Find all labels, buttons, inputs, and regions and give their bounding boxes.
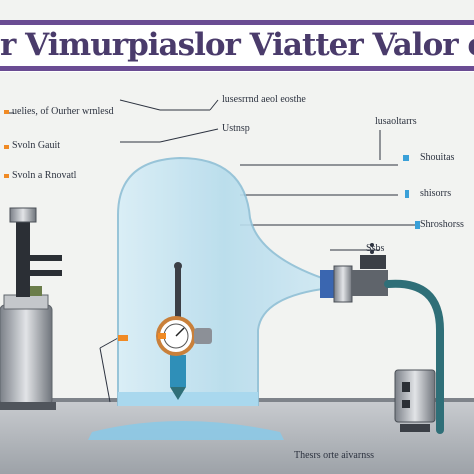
callout-marker-right-2 (405, 190, 409, 198)
hose (384, 279, 444, 434)
pressure-gauge (156, 316, 212, 356)
valve-assembly (170, 262, 186, 400)
label-right-3: Shroshorss (420, 219, 464, 230)
label-left-1: Svoln Gauit (12, 140, 61, 151)
callout-marker-left-2 (4, 145, 9, 149)
water-surface (118, 392, 258, 406)
water-pool (88, 421, 284, 440)
callout-lines (6, 99, 415, 403)
label-top-right: lusaoltarrs (375, 116, 417, 127)
callout-marker-right-1 (403, 155, 409, 161)
collection-device (394, 369, 436, 432)
title-rule-top (0, 20, 474, 25)
label-right-1: Shouitas (420, 152, 455, 163)
callout-marker-right-3 (415, 221, 420, 229)
orange-valve-tab (118, 335, 128, 341)
label-bottom-center: Thesrs orte aivarnss (294, 450, 374, 461)
label-left-2: Svoln a Rnovatl (12, 170, 77, 181)
outlet-valve (320, 255, 388, 303)
label-right-2: shisorrs (420, 188, 452, 199)
title-band (0, 20, 474, 72)
label-top-left: uelies, of Ourher wrnlesd (12, 106, 114, 117)
label-top-center: lusesrrnd aeol eosthe (222, 94, 306, 105)
label-mid-center: Ustnsp (222, 123, 250, 134)
label-right-4: Ssbs (366, 243, 385, 254)
callout-marker-left-1 (4, 110, 9, 114)
callout-marker-left-3 (4, 174, 9, 178)
title-rule-bottom (0, 66, 474, 71)
regulator-stand (0, 207, 62, 410)
diagram-title: r Vimurpiaslor Viatter Valor of ta (0, 27, 474, 63)
